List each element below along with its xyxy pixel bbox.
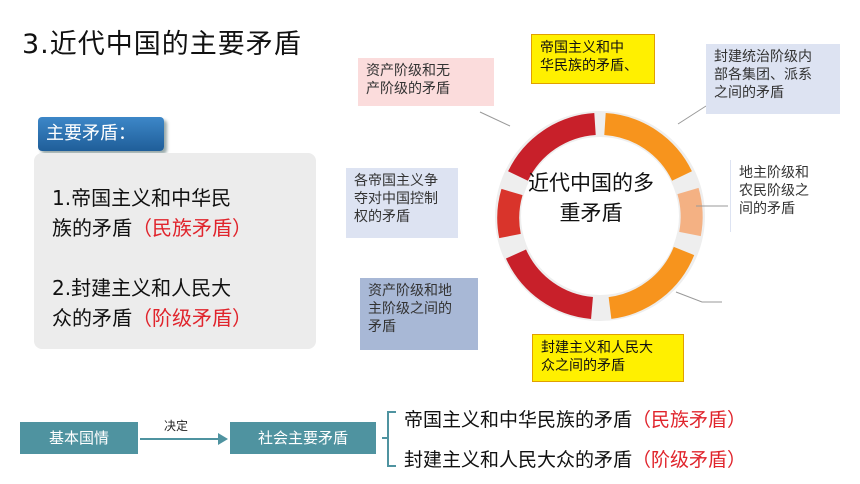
connector-top-right — [677, 105, 707, 125]
item1-tag: （民族矛盾） — [132, 216, 252, 240]
ring-segment-top-left — [508, 113, 597, 182]
ring-segment-bottom-right — [608, 246, 695, 319]
ring-segment-right — [677, 187, 703, 237]
ring-segment-left — [497, 188, 523, 239]
note-bourgeois-landlord: 资产阶级和地 主阶级之间的 矛盾 — [360, 278, 478, 350]
flow-line2: 封建主义和人民大众的矛盾（阶级矛盾） — [404, 449, 747, 471]
note-landlord-peasant: 地主阶级和 农民阶级之 间的矛盾 — [730, 160, 836, 232]
item2-tag: （阶级矛盾） — [132, 306, 252, 330]
main-contradiction-box: 1.帝国主义和中华民 族的矛盾（民族矛盾） 2.封建主义和人民大 众的矛盾（阶级… — [34, 153, 316, 349]
item2-line1: 2.封建主义和人民大 — [52, 276, 232, 300]
item1-line1: 1.帝国主义和中华民 — [52, 186, 232, 210]
flow-bracket — [382, 411, 396, 467]
page-title: 3.近代中国的主要矛盾 — [22, 29, 302, 60]
diagram-center-text: 近代中国的多 重矛盾 — [528, 171, 654, 225]
connector-bottom-right — [675, 291, 722, 303]
note-imperialist-rivalry: 各帝国主义争 夺对中国控制 权的矛盾 — [346, 168, 458, 238]
note-bourgeois-proletariat: 资产阶级和无 产阶级的矛盾 — [358, 58, 494, 106]
note-feudalism-masses: 封建主义和人民大 众之间的矛盾 — [532, 334, 684, 382]
note-imperialism-nation: 帝国主义和中 华民族的矛盾、 — [531, 34, 655, 84]
item2-line2: 众的矛盾 — [52, 306, 132, 330]
item1-line2-wrap: 族的矛盾（民族矛盾） — [52, 213, 314, 243]
main-contradiction-flow-box: 社会主要矛盾 — [230, 422, 376, 454]
decide-arrow — [140, 433, 228, 445]
ring-segment-top-right — [603, 113, 692, 182]
main-contradiction-label: 主要矛盾： — [38, 117, 164, 151]
item1-line2: 族的矛盾 — [52, 216, 132, 240]
connector-top-left — [479, 111, 511, 127]
flow-line1: 帝国主义和中华民族的矛盾（民族矛盾） — [404, 409, 747, 431]
basic-conditions-box: 基本国情 — [20, 422, 138, 454]
contradiction-ring — [479, 105, 728, 321]
item2-line2-wrap: 众的矛盾（阶级矛盾） — [52, 303, 314, 333]
decide-label: 决定 — [164, 419, 189, 433]
note-feudal-factions: 封建统治阶级内 部各集团、派系 之间的矛盾 — [706, 44, 840, 114]
ring-segment-bottom-left — [505, 249, 594, 319]
